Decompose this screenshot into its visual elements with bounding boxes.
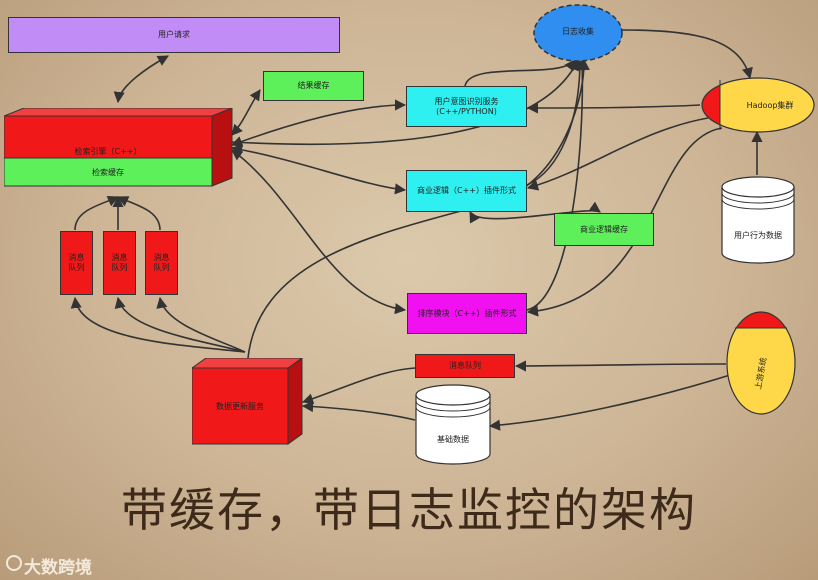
edge-engine-request	[113, 55, 169, 104]
ranking-label: 排序模块（C++）插件形式	[417, 308, 517, 318]
edge-base-update	[301, 400, 416, 421]
data-update-block	[192, 358, 303, 445]
diagram-caption: 带缓存，带日志监控的架构	[121, 483, 697, 537]
base-data-cylinder	[415, 384, 491, 465]
edge-upstream-mq	[514, 360, 727, 372]
mq-main-box: 消息队列	[415, 354, 515, 378]
edge-engine-resultcache	[231, 89, 261, 136]
hadoop-node	[701, 77, 815, 133]
edge-engine-ranking	[231, 149, 407, 315]
edge-business-log	[526, 58, 586, 186]
mq-label-3: 消息 队列	[153, 253, 170, 272]
mq-main-label: 消息队列	[449, 361, 481, 370]
mq-label-2: 消息 队列	[111, 253, 128, 272]
base-data-label: 基础数据	[437, 435, 469, 444]
edge-log-hadoop	[621, 29, 753, 80]
edge-mq3-cache	[116, 196, 161, 231]
user-request-box: 用户请求	[8, 17, 340, 53]
edge-hadoop-intent	[526, 102, 701, 114]
edge-update-mq2	[114, 296, 246, 353]
edge-hadoop-business	[526, 117, 709, 191]
mq-box-2: 消息 队列	[103, 231, 136, 295]
data-update-label: 数据更新服务	[216, 402, 264, 411]
user-request-label: 用户请求	[158, 30, 190, 39]
mq-label-1: 消息 队列	[68, 253, 85, 272]
user-behavior-cylinder	[721, 176, 795, 264]
search-engine-block	[4, 108, 233, 187]
brand-logo-text: 大数跨境	[24, 558, 92, 578]
intent-service-label: 用户意图识别服务 (C++/PYTHON)	[434, 96, 499, 116]
log-collect-node	[533, 4, 623, 62]
edge-engine-business	[230, 144, 407, 195]
edge-engine-log	[231, 58, 579, 146]
intent-service-box: 用户意图识别服务 (C++/PYTHON)	[406, 86, 527, 127]
edge-update-mq1	[70, 296, 246, 353]
business-logic-box: 商业逻辑（C++）插件形式	[406, 170, 527, 212]
edge-engine-intent	[230, 99, 407, 147]
ranking-box: 排序模块（C++）插件形式	[407, 293, 527, 334]
brand-logo: 大数跨境	[24, 553, 92, 578]
mq-box-1: 消息 队列	[60, 231, 93, 295]
edge-intent-log	[464, 59, 576, 87]
business-cache-label: 商业逻辑缓存	[580, 224, 628, 234]
logo-icon	[6, 555, 22, 571]
edge-update-mq3	[156, 296, 246, 353]
result-cache-box: 结果缓存	[263, 71, 364, 101]
search-cache-label: 检索缓存	[92, 168, 124, 177]
edge-upstream-base	[488, 374, 731, 431]
business-cache-box: 商业逻辑缓存	[554, 213, 654, 246]
edge-business-cache	[469, 201, 601, 224]
result-cache-label: 结果缓存	[297, 81, 330, 90]
search-engine-label: 检索引擎（C++）	[74, 147, 142, 156]
mq-box-3: 消息 队列	[145, 231, 178, 295]
upstream-node	[726, 311, 796, 415]
business-logic-label: 商业逻辑（C++）插件形式	[417, 186, 516, 195]
hadoop-label: Hadoop集群	[746, 101, 794, 110]
edge-mq1-cache	[74, 195, 120, 231]
edge-mqmain-update	[301, 367, 416, 405]
log-collect-label: 日志收集	[562, 27, 594, 36]
user-behavior-label: 用户行为数据	[734, 231, 782, 240]
